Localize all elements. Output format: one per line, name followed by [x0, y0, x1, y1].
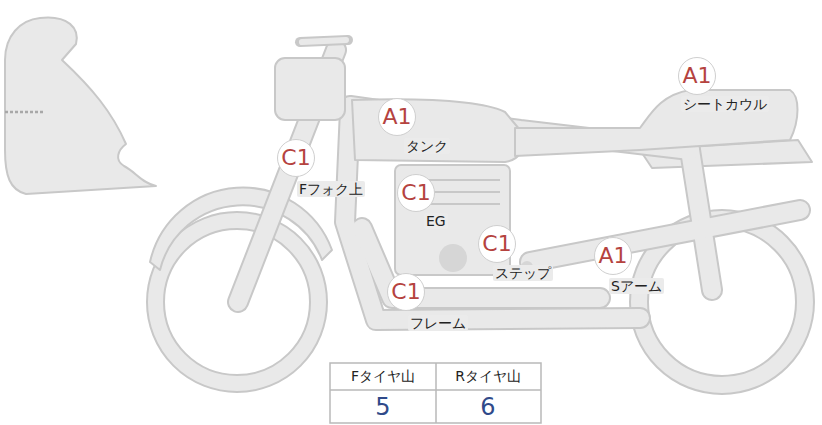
- table-cell: 6: [480, 394, 495, 420]
- callout-number: A1: [382, 106, 411, 128]
- part-name: Sアーム: [609, 278, 664, 295]
- tread-table: [330, 363, 541, 423]
- rear-rim: [648, 228, 796, 376]
- callout-circle: A1タンク: [378, 98, 416, 136]
- table-cell: Rタイヤ山: [455, 369, 521, 384]
- part-name: ステップ: [493, 265, 553, 282]
- handlebar: [300, 40, 348, 42]
- fuel-tank: [352, 99, 522, 162]
- callout-circle: C1EG: [397, 174, 435, 212]
- part-name: Fフォク上: [297, 181, 365, 198]
- engine-cover: [439, 244, 467, 272]
- headlight: [275, 58, 345, 120]
- callout-number: C1: [482, 233, 511, 255]
- seat: [515, 90, 798, 156]
- callout-number: C1: [401, 182, 430, 204]
- callout-number: C1: [391, 281, 420, 303]
- front-fender: [150, 188, 332, 270]
- part-name: シートカウル: [681, 96, 769, 113]
- part-name: タンク: [404, 138, 450, 155]
- callout-number: A1: [682, 65, 711, 87]
- table-cell: 5: [375, 394, 390, 420]
- callout-circle: C1ステップ: [478, 225, 516, 263]
- part-name: EG: [424, 213, 448, 230]
- callout-number: C1: [281, 147, 310, 169]
- callout-circle: C1フレーム: [387, 273, 425, 311]
- callout-circle: C1Fフォク上: [277, 139, 315, 177]
- callout-number: A1: [598, 245, 627, 267]
- swing-arm: [530, 210, 800, 262]
- fairing: [5, 18, 156, 194]
- callout-circle: A1Sアーム: [594, 237, 632, 275]
- callout-circle: A1シートカウル: [678, 57, 716, 95]
- fairing-seam: [5, 111, 45, 114]
- table-cell: Fタイヤ山: [351, 369, 415, 384]
- part-name: フレーム: [408, 315, 468, 332]
